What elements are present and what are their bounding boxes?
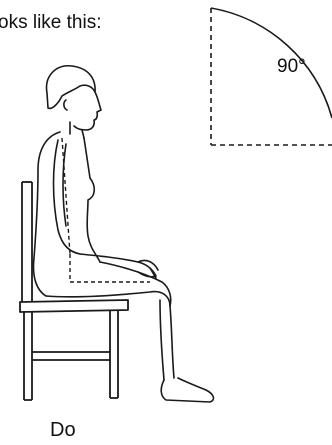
chair-leg-rear (24, 312, 32, 400)
front-torso (84, 138, 100, 262)
face (74, 92, 101, 130)
lower-leg (160, 300, 174, 380)
right-angle-arc (211, 8, 332, 118)
foot (161, 378, 213, 402)
thigh (46, 292, 170, 306)
chair-leg-front (110, 310, 118, 398)
chair-stretcher (32, 352, 110, 360)
chair-seat (20, 300, 128, 312)
caption-do: Do (50, 419, 76, 441)
header-text: oks like this: (0, 12, 101, 33)
neck (70, 122, 84, 138)
right-angle-illustration (211, 8, 332, 145)
angle-label: 90° (277, 56, 306, 77)
hair (47, 66, 96, 109)
posture-guide-lines (62, 138, 150, 282)
